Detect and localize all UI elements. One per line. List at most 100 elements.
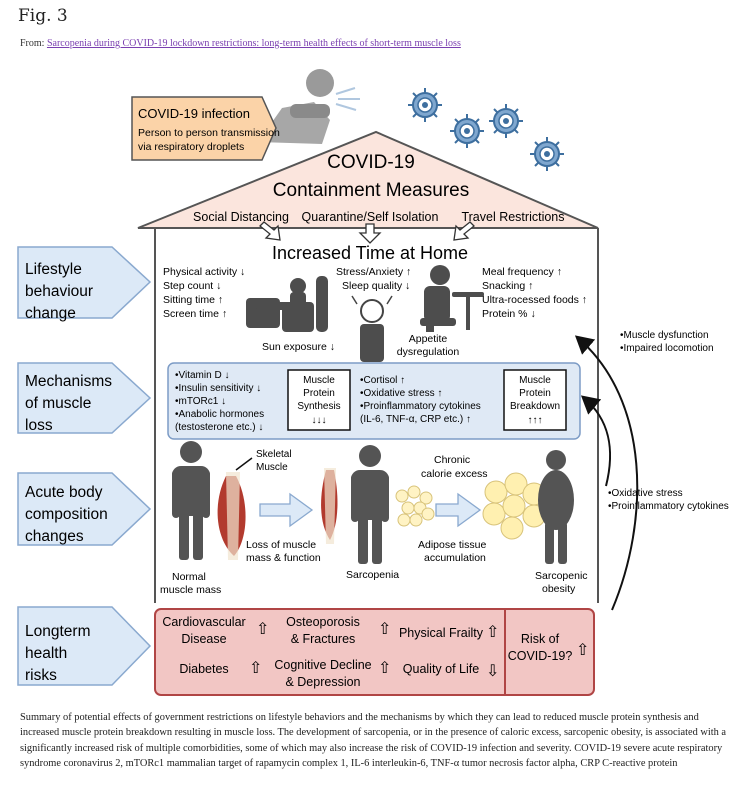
row-label-mechanisms: of muscle: [25, 395, 91, 412]
breakdown-label: Muscle: [519, 375, 551, 386]
roof-title-line2: Containment Measures: [273, 180, 469, 201]
normal-person-icon: [172, 441, 210, 560]
measure-quarantine: Quarantine/Self Isolation: [302, 210, 439, 224]
row-label-mechanisms: Mechanisms: [25, 373, 112, 390]
protein-synthesis-box: [287, 369, 351, 431]
appetite-label: Appetite: [409, 333, 448, 345]
row-label-longterm: health: [25, 645, 67, 662]
anabolic-factors-list: •Vitamin D ↓ •Insulin sensitivity ↓ •mTO…: [175, 370, 264, 433]
adipose-label: accumulation: [424, 552, 486, 564]
row-label-longterm: Longterm: [25, 623, 90, 640]
virus-icon: [529, 136, 565, 172]
normal-label: Normal: [172, 571, 206, 583]
anxious-person-icon: [351, 295, 393, 362]
sun-exposure-label: Sun exposure ↓: [262, 341, 335, 353]
mechanisms-box: [167, 362, 581, 440]
diet-item: Ultra-rocessed foods ↑: [482, 294, 587, 306]
risk-osteoporosis: & Fractures: [291, 632, 356, 646]
sitting-person-icon: [246, 276, 328, 332]
loss-arrow: [259, 492, 314, 528]
row-label-lifestyle: change: [25, 305, 76, 322]
loss-label: Loss of muscle: [246, 539, 316, 551]
anabolic-factor: •Anabolic hormones: [175, 409, 264, 420]
lifestyle-heading: Increased Time at Home: [272, 243, 468, 263]
risk-diabetes: Diabetes: [179, 662, 228, 676]
row-label-mechanisms: loss: [25, 417, 53, 434]
row-label-acute: changes: [25, 528, 84, 545]
risk-covid: Risk of: [521, 632, 560, 646]
synthesis-label: Protein: [303, 388, 335, 399]
diet-item: Meal frequency ↑: [482, 266, 562, 278]
diet-list: Meal frequency ↑ Snacking ↑ Ultra-rocess…: [482, 266, 587, 320]
adipose-arrow: [435, 492, 482, 528]
activity-item: Screen time ↑: [163, 308, 227, 320]
increase-arrow-icon: ⇧: [486, 624, 499, 641]
activity-item: Sitting time ↑: [163, 294, 223, 306]
synthesis-label: Muscle: [303, 375, 335, 386]
catabolic-factor: •Oxidative stress ↑: [360, 388, 442, 399]
obesity-label: obesity: [542, 583, 576, 595]
measure-travel-restrictions: Travel Restrictions: [461, 210, 564, 224]
infection-line2: via respiratory droplets: [138, 141, 244, 153]
anabolic-factor: (testosterone etc.) ↓: [175, 422, 263, 433]
increase-arrow-icon: ⇧: [576, 642, 589, 659]
eating-person-icon: [420, 265, 484, 332]
sarcopenia-label: Sarcopenia: [346, 569, 399, 581]
breakdown-label: Protein: [519, 388, 551, 399]
row-label-acute: composition: [25, 506, 108, 523]
coughing-person-icon: [258, 69, 360, 144]
calorie-label: Chronic: [434, 454, 470, 466]
risk-covid: COVID-19?: [508, 649, 573, 663]
catabolic-factor: (IL-6, TNF-α, CRP etc.) ↑: [360, 414, 471, 425]
diet-item: Protein % ↓: [482, 308, 536, 320]
roof-down-arrows: [259, 221, 475, 244]
skeletal-label: Muscle: [256, 462, 288, 473]
row-arrows: [17, 246, 152, 686]
synthesis-label: Synthesis: [297, 401, 340, 412]
adipose-label: Adipose tissue: [418, 539, 486, 551]
infection-box: COVID-19 infection Person to person tran…: [131, 96, 280, 161]
figure-caption: Summary of potential effects of governme…: [20, 712, 727, 770]
loss-label: mass & function: [246, 552, 321, 564]
atrophied-muscle-icon: [321, 468, 338, 544]
risk-cardiovascular: Disease: [181, 632, 226, 646]
anabolic-factor: •Insulin sensitivity ↓: [175, 383, 261, 394]
row-label-longterm: risks: [25, 667, 57, 684]
row-label-lifestyle: Lifestyle: [25, 261, 82, 278]
house-roof: COVID-19 Containment Measures Social Dis…: [137, 130, 599, 229]
increase-arrow-icon: ⇧: [378, 660, 391, 677]
appetite-label: dysregulation: [397, 346, 460, 358]
infection-line1: Person to person transmission: [138, 127, 280, 139]
figure-title: Fig. 3: [18, 6, 68, 26]
house-walls: [154, 228, 599, 603]
risk-osteoporosis: Osteoporosis: [286, 615, 360, 629]
obesity-label: Sarcopenic: [535, 570, 588, 582]
breakdown-label: Breakdown: [510, 401, 560, 412]
increase-arrow-icon: ⇧: [378, 621, 391, 638]
sarcopenia-diagram: COVID-19 infection Person to person tran…: [17, 69, 729, 696]
activity-list: Physical activity ↓ Step count ↓ Sitting…: [163, 266, 245, 320]
risk-cardiovascular: Cardiovascular: [162, 615, 245, 629]
sarcopenia-person-icon: [351, 445, 389, 564]
source-line: From: Sarcopenia during COVID-19 lockdow…: [20, 38, 461, 49]
stress-label: Stress/Anxiety ↑: [336, 266, 411, 278]
increase-arrow-icon: ⇧: [249, 660, 262, 677]
activity-item: Step count ↓: [163, 280, 221, 292]
roof-title-line1: COVID-19: [327, 152, 415, 173]
activity-item: Physical activity ↓: [163, 266, 245, 278]
source-article-link[interactable]: Sarcopenia during COVID-19 lockdown rest…: [46, 38, 461, 49]
row-label-lifestyle: behaviour: [25, 283, 93, 300]
protein-breakdown-box: [503, 369, 567, 431]
sleep-label: Sleep quality ↓: [342, 280, 410, 292]
row-label-acute: Acute body: [25, 484, 103, 501]
skeletal-muscle-icon: [217, 457, 253, 560]
large-fat-cells-icon: [482, 472, 546, 540]
breakdown-label: ↑↑↑: [528, 415, 543, 426]
anabolic-factor: •mTORc1 ↓: [175, 396, 226, 407]
calorie-label: calorie excess: [421, 468, 488, 480]
catabolic-factor: •Proinflammatory cytokines: [360, 401, 481, 412]
increase-arrow-icon: ⇧: [256, 621, 269, 638]
infection-title: COVID-19 infection: [138, 106, 250, 121]
side-note-upper: •Impaired locomotion: [620, 343, 714, 354]
virus-icon: [407, 87, 443, 123]
